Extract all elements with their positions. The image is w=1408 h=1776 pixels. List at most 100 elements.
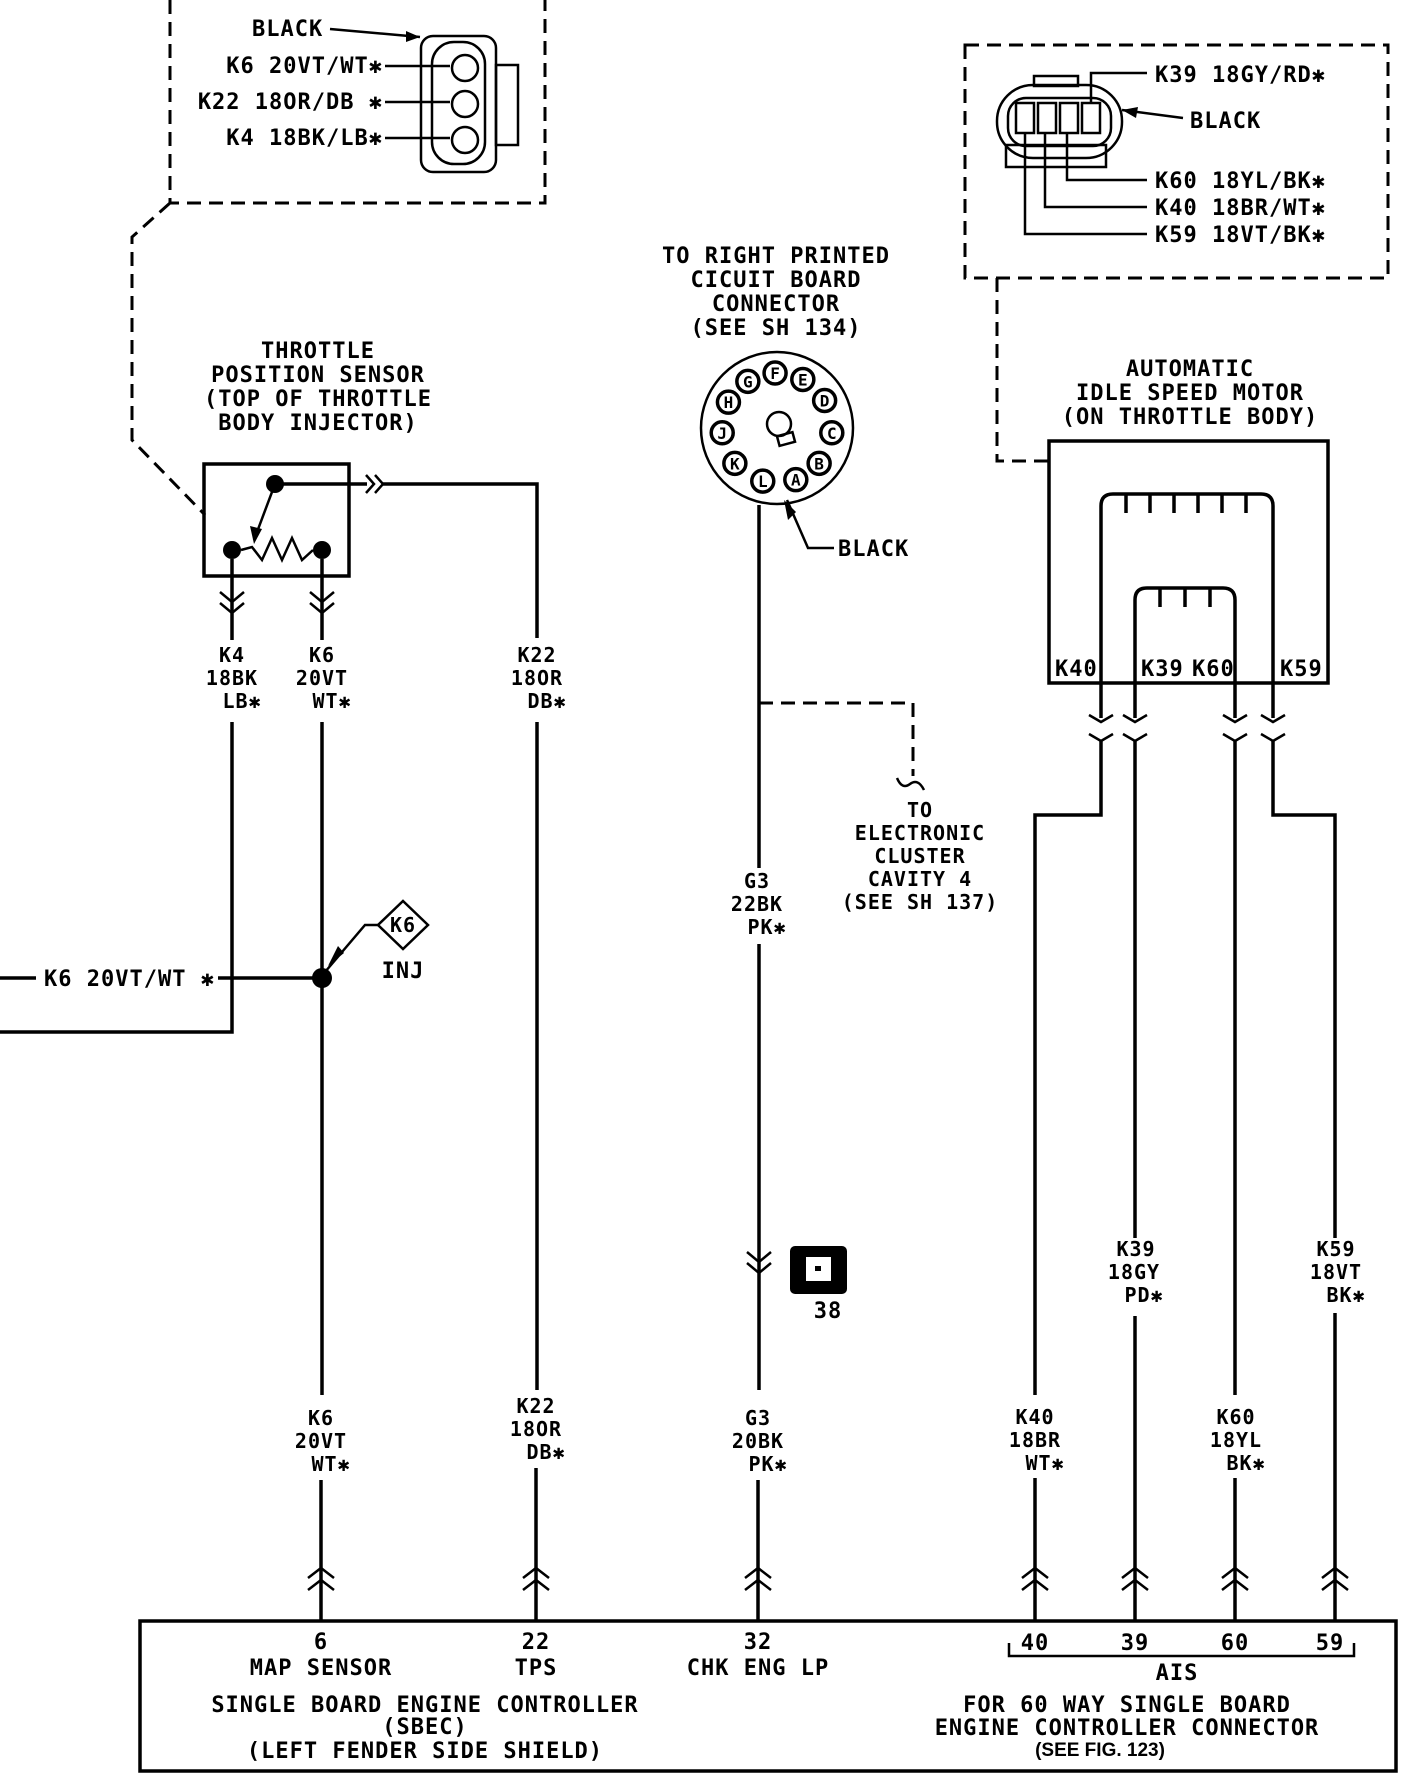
leader-line xyxy=(1065,133,1147,182)
sbec-box xyxy=(138,1619,1398,1773)
ais-group-label: AIS xyxy=(1156,1661,1199,1686)
wire-gauge-color: 18BK xyxy=(206,666,258,690)
terminal-label: K59 xyxy=(1280,657,1323,682)
cavity-k-icon xyxy=(722,450,748,477)
wire-gauge-color: 18VT xyxy=(1310,1260,1362,1284)
cavity-label: B xyxy=(814,454,824,473)
connector-body-icon xyxy=(419,34,520,174)
leader-line xyxy=(324,923,378,973)
wire-gauge-color: 18OR xyxy=(510,1417,562,1441)
wire-tracer: PD✱ xyxy=(1124,1283,1163,1307)
tps-box xyxy=(202,462,351,578)
pin-name: MAP SENSOR xyxy=(250,1656,392,1681)
pin-number: 22 xyxy=(522,1630,551,1655)
wire-gauge-color: 20BK xyxy=(732,1429,784,1453)
pin-label: K22 18OR/DB ✱ xyxy=(198,90,383,115)
pin-label: K59 18VT/BK✱ xyxy=(1155,223,1326,248)
cavity-label: H xyxy=(724,393,734,412)
ground-reference-number: 38 xyxy=(814,1299,843,1324)
pin-number: 6 xyxy=(314,1630,328,1655)
wire-gauge-color: 18GY xyxy=(1108,1260,1160,1284)
circuit-id: G3 xyxy=(744,869,770,893)
wire-label-k60-lower: K60 18YL BK✱ xyxy=(1210,1405,1265,1475)
leader-line xyxy=(1043,133,1147,209)
cavity-l-icon xyxy=(750,468,776,494)
pcb-connector: TO RIGHT PRINTED CICUIT BOARD CONNECTOR … xyxy=(662,244,908,562)
connector-icon xyxy=(219,591,245,615)
circuit-id: G3 xyxy=(745,1406,771,1430)
connector-mark-icon xyxy=(1121,1566,1149,1591)
circuit-id: K40 xyxy=(1015,1405,1054,1429)
pin-number: 60 xyxy=(1221,1631,1250,1656)
wire-label-k22-upper: K22 18OR DB✱ xyxy=(511,643,566,713)
controller-title: (SBEC) xyxy=(382,1715,467,1740)
component-title: IDLE SPEED MOTOR xyxy=(1076,381,1304,406)
leader-line xyxy=(1023,133,1147,236)
splice-dot-icon xyxy=(312,968,332,988)
cavity-h-icon xyxy=(715,389,742,415)
connector-mark-icon xyxy=(1321,1566,1349,1591)
cavity-f-icon xyxy=(762,360,788,386)
pin-label: K4 18BK/LB✱ xyxy=(226,126,383,151)
component-title: (TOP OF THROTTLE xyxy=(204,387,432,412)
reference-text: (SEE SH 137) xyxy=(842,890,999,914)
pin-label: K60 18YL/BK✱ xyxy=(1155,169,1326,194)
coil-icon xyxy=(1133,586,1237,683)
wire-tracer: WT✱ xyxy=(1025,1451,1064,1475)
coil-icon xyxy=(1099,492,1275,683)
circuit-id: K6 xyxy=(308,1406,334,1430)
connector-mark-icon xyxy=(1021,1566,1049,1591)
cavity-d-icon xyxy=(811,387,838,414)
wire-label-g3-upper: G3 22BK PK✱ xyxy=(731,869,786,939)
cavity-e-icon xyxy=(790,366,816,393)
arrow-icon xyxy=(1122,107,1138,118)
wire-label-k6-lower: K6 20VT WT✱ xyxy=(295,1406,350,1476)
cluster-branch-dashed xyxy=(759,701,915,776)
connector-mark-icon xyxy=(307,1566,335,1591)
cavity-label: E xyxy=(798,370,808,389)
reference-text: TO xyxy=(907,798,933,822)
wire-label-k6-upper: K6 20VT WT✱ xyxy=(296,643,351,713)
cavity-label: D xyxy=(820,392,830,411)
wire-gauge-color: 22BK xyxy=(731,892,783,916)
reference-text: CAVITY 4 xyxy=(868,867,972,891)
circuit-id: K22 xyxy=(516,1394,555,1418)
arrow-icon xyxy=(406,31,420,42)
connector-mark-icon xyxy=(522,1566,550,1591)
throttle-position-sensor: THROTTLE POSITION SENSOR (TOP OF THROTTL… xyxy=(202,339,432,578)
pin-number: 32 xyxy=(744,1630,773,1655)
arrow-icon xyxy=(328,946,344,966)
inset-dashed-border xyxy=(963,43,1390,280)
connector-mark-icon xyxy=(1221,1566,1249,1591)
wire-gauge-color: 18BR xyxy=(1009,1428,1061,1452)
potentiometer-icon xyxy=(223,475,331,564)
inset-dashed-border xyxy=(168,0,547,205)
tps-connector-inset: BLACK K6 20VT/WT✱ K22 18OR/DB ✱ K4 18BK/… xyxy=(168,0,547,205)
wire-tracer: PK✱ xyxy=(747,915,786,939)
wire-gauge-color: 18OR xyxy=(511,666,563,690)
wire-tracer: WT✱ xyxy=(312,689,351,713)
cavity-c-icon xyxy=(819,420,845,446)
cavity-a-icon xyxy=(783,466,809,493)
pin-number: 40 xyxy=(1021,1631,1050,1656)
wire-tracer: DB✱ xyxy=(526,1440,565,1464)
reference-label: INJ xyxy=(382,959,425,984)
controller-title: (LEFT FENDER SIDE SHIELD) xyxy=(247,1739,603,1764)
connector-icon xyxy=(307,1566,1349,1591)
connector-description: FOR 60 WAY SINGLE BOARD xyxy=(963,1693,1291,1718)
idle-speed-motor: AUTOMATIC IDLE SPEED MOTOR (ON THROTTLE … xyxy=(1047,357,1330,685)
inset-leader-dashed xyxy=(995,278,1048,463)
k6-splice: K6 20VT/WT ✱ K6 INJ xyxy=(0,899,430,992)
circuit-id: K6 xyxy=(309,643,335,667)
wire-gauge-color: 20VT xyxy=(295,1429,347,1453)
circuit-id: K39 xyxy=(1116,1237,1155,1261)
connector-icon xyxy=(365,474,385,494)
cavity-b-icon xyxy=(806,450,832,477)
connector-icon xyxy=(309,591,335,615)
wire-label-k39: K39 18GY PD✱ xyxy=(1108,1237,1163,1307)
wire-tracer: PK✱ xyxy=(748,1452,787,1476)
circuit-id: K59 xyxy=(1316,1237,1355,1261)
component-title: (ON THROTTLE BODY) xyxy=(1062,405,1318,430)
arrow-icon xyxy=(784,500,796,520)
circuit-id: K22 xyxy=(517,643,556,667)
